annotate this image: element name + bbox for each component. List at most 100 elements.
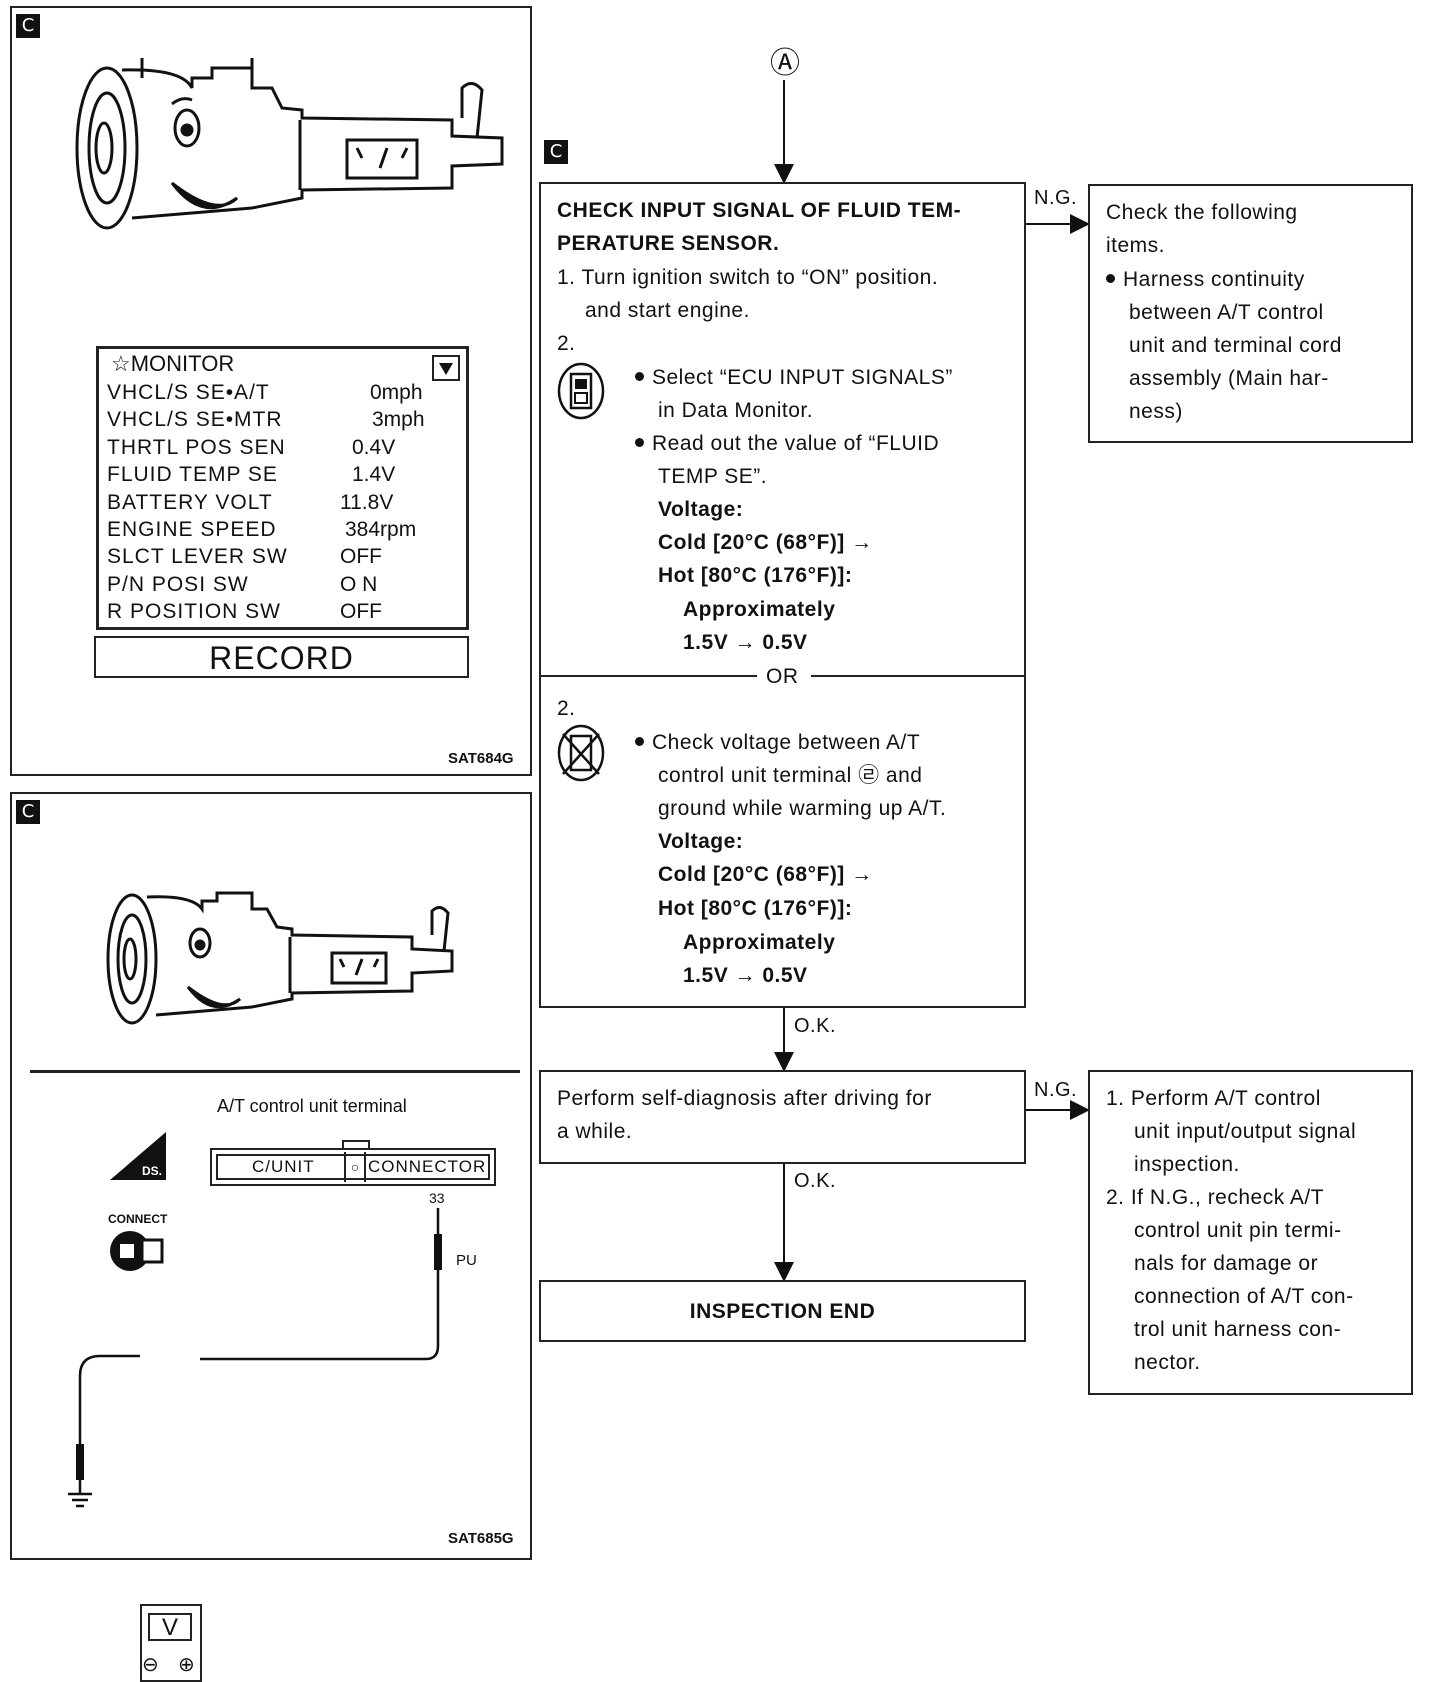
bullet1-text: Select “ECU INPUT SIGNALS” — [652, 366, 953, 389]
or-divider-left — [541, 675, 757, 677]
bullet2-line1: Read out the value of “FLUID — [635, 427, 939, 460]
monitor-row-value: OFF — [340, 545, 382, 569]
hot-spec: Hot [80°C (176°F)]: — [658, 564, 853, 587]
check-bullet-line1: Check voltage between A/T — [635, 726, 920, 759]
hot-spec-2: Hot [80°C (176°F)]: — [658, 897, 853, 920]
ng2-line4: 2. If N.G., recheck A/T — [1106, 1186, 1325, 1209]
ng1-line6: assembly (Main har- — [1129, 367, 1329, 390]
section-badge: C — [544, 140, 568, 164]
box2-line1: Perform self-diagnosis after driving for — [557, 1087, 932, 1110]
check-fluid-temp-sensor-box: CHECK INPUT SIGNAL OF FLUID TEM- PERATUR… — [539, 182, 1026, 1008]
record-button[interactable]: RECORD — [94, 636, 469, 678]
connector-label: CONNECTOR — [368, 1157, 487, 1176]
terminal-number: 33 — [429, 1190, 445, 1206]
ok-label-2: O.K. — [794, 1170, 837, 1192]
approx-label: Approximately — [683, 598, 836, 621]
monitor-row-label: SLCT LEVER SW — [107, 545, 288, 569]
positive-terminal-icon: ⊕ — [178, 1654, 195, 1676]
ok-label-1: O.K. — [794, 1015, 837, 1037]
cold-spec-2: Cold [20°C (68°F)] → — [658, 863, 873, 886]
ng-signal-inspection-box: 1. Perform A/T control unit input/output… — [1088, 1070, 1413, 1395]
bullet2-text: Read out the value of “FLUID — [652, 432, 940, 455]
step1-line2: and start engine. — [585, 299, 750, 322]
check-bullet-line2: control unit terminal ㉣ and — [658, 764, 923, 787]
box1-title-line2: PERATURE SENSOR. — [557, 232, 780, 255]
divider — [30, 1070, 520, 1073]
transmission-cartoon — [106, 891, 454, 1025]
ng1-line7: ness) — [1129, 400, 1183, 423]
section-badge: C — [16, 14, 40, 38]
connect-label: CONNECT — [108, 1212, 168, 1226]
connector-a-symbol: Ⓐ — [770, 47, 800, 80]
voltage-label: Voltage: — [658, 498, 744, 521]
monitor-row-value: 1.4V — [352, 463, 396, 487]
box2-line2: a while. — [557, 1120, 633, 1143]
connector-tab — [342, 1140, 370, 1150]
self-diagnosis-box: Perform self-diagnosis after driving for… — [539, 1070, 1026, 1164]
monitor-row-label: THRTL POS SEN — [107, 435, 286, 459]
voltage-label-2: Voltage: — [658, 830, 744, 853]
ng1-bullet-text: Harness continuity — [1123, 268, 1305, 291]
ds-label: DS. — [141, 1164, 162, 1178]
figure-code: SAT685G — [448, 1530, 514, 1547]
monitor-row-label: VHCL/S SE•MTR — [107, 408, 283, 432]
or-divider-right — [811, 675, 1026, 677]
monitor-row-label: R POSITION SW — [107, 600, 282, 624]
ng1-line4: between A/T control — [1129, 301, 1324, 324]
transmission-cartoon — [75, 58, 504, 230]
monitor-title: ☆MONITOR — [111, 351, 235, 376]
monitor-row-label: FLUID TEMP SE — [107, 463, 278, 487]
section-badge: C — [16, 800, 40, 824]
bullet1-line1: Select “ECU INPUT SIGNALS” — [635, 361, 953, 394]
cold-spec: Cold [20°C (68°F)] → — [658, 531, 873, 554]
ng2-line7: connection of A/T con- — [1134, 1285, 1354, 1308]
monitor-row-value: 384rpm — [345, 518, 417, 541]
terminal-title: A/T control unit terminal — [217, 1096, 407, 1116]
figure-code: SAT684G — [448, 750, 514, 767]
consult-tool-icon — [557, 362, 605, 420]
connector-lock: ○ — [344, 1152, 366, 1182]
voltmeter-display: V — [148, 1613, 192, 1641]
bullet2-line2: TEMP SE”. — [658, 465, 768, 488]
probe-wiring — [68, 1208, 442, 1508]
check-bullet-line3: ground while warming up A/T. — [658, 797, 947, 820]
step2-label: 2. — [557, 332, 576, 355]
ng-label-2: N.G. — [1034, 1079, 1078, 1101]
monitor-row-label: P/N POSI SW — [107, 572, 249, 596]
check-bullet-text: Check voltage between A/T — [652, 731, 921, 754]
monitor-row-value: 0.4V — [352, 435, 396, 459]
control-unit-connector: C/UNIT ○ CONNECTOR — [210, 1148, 496, 1186]
scroll-down-arrow-icon[interactable] — [432, 355, 460, 381]
ng1-line5: unit and terminal cord — [1129, 334, 1342, 357]
monitor-figure-panel: C ☆MONITOR RECORD SAT684G — [10, 6, 532, 776]
bullet1-line2: in Data Monitor. — [658, 399, 814, 422]
ng-check-items-box: Check the following items. Harness conti… — [1088, 184, 1413, 443]
step1-line1: 1. Turn ignition switch to “ON” position… — [557, 266, 939, 289]
cunit-label: C/UNIT — [252, 1157, 315, 1176]
ng1-line2: items. — [1106, 234, 1166, 257]
ng2-line1: 1. Perform A/T control — [1106, 1087, 1321, 1110]
box1-title-line1: CHECK INPUT SIGNAL OF FLUID TEM- — [557, 199, 962, 222]
wire-color: PU — [456, 1252, 477, 1269]
ng2-line9: nector. — [1134, 1351, 1201, 1374]
ng2-line5: control unit pin termi- — [1134, 1219, 1342, 1242]
ng2-line6: nals for damage or — [1134, 1252, 1319, 1275]
monitor-row-value: OFF — [340, 600, 382, 624]
ng1-bullet: Harness continuity — [1106, 263, 1305, 296]
inspection-end-label: INSPECTION END — [689, 1300, 876, 1323]
inspection-end-box: INSPECTION END — [539, 1280, 1026, 1342]
monitor-row-value: 3mph — [372, 408, 425, 432]
monitor-row-value: O N — [340, 572, 378, 596]
no-consult-icon — [557, 724, 605, 782]
monitor-row-label: ENGINE SPEED — [107, 518, 277, 541]
monitor-row-value: 11.8V — [340, 490, 394, 514]
monitor-row-value: 0mph — [370, 381, 423, 404]
ng2-line8: trol unit harness con- — [1134, 1318, 1342, 1341]
ds-tool-icon: DS. — [110, 1132, 166, 1180]
approx-label-2: Approximately — [683, 931, 836, 954]
negative-terminal-icon: ⊖ — [142, 1654, 159, 1676]
connector-plug-icon — [110, 1231, 164, 1271]
monitor-row-label: VHCL/S SE•A/T — [107, 381, 270, 404]
step2b-label: 2. — [557, 697, 576, 720]
monitor-row-label: BATTERY VOLT — [107, 490, 273, 514]
